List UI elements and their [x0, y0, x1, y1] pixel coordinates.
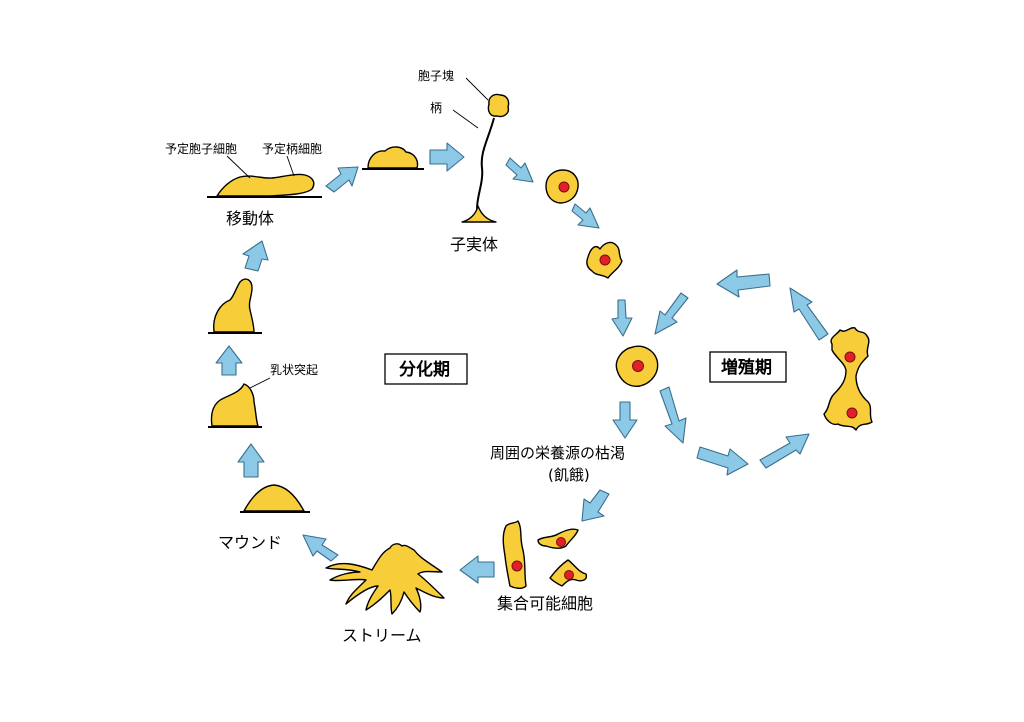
- differentiation-phase-box: 分化期: [384, 353, 468, 385]
- germination-cells: [545, 169, 659, 387]
- arrow-mound-to-papilla: [237, 443, 265, 478]
- stream-label: ストリーム: [342, 626, 422, 645]
- starvation-line1: 周囲の栄養源の枯渇: [490, 444, 625, 462]
- spore-mass-shape: [487, 93, 510, 118]
- arrow-starvation-to-aggregation: [581, 489, 610, 522]
- papilla-group: 乳状突起: [208, 362, 318, 428]
- mound-label: マウンド: [218, 533, 282, 552]
- papilla-shape: [210, 383, 259, 427]
- arrow-proliferation-up: [759, 433, 810, 469]
- arrow-proliferation-top: [716, 269, 771, 298]
- migrating-nucleus-bottom: [564, 570, 574, 580]
- spore-mass-label: 胞子塊: [418, 68, 454, 83]
- stream-group: ストリーム: [325, 543, 445, 645]
- arrow-proliferation-upper-right: [789, 287, 829, 341]
- fruiting-body-label: 子実体: [450, 235, 498, 254]
- arrow-fruiting-to-spore: [505, 157, 534, 183]
- prespore-leader: [226, 155, 251, 179]
- stalk-label: 柄: [430, 101, 442, 115]
- dividing-nucleus-bottom: [846, 407, 858, 419]
- elongated-cell: [502, 520, 527, 589]
- culmination-shape: [367, 146, 419, 169]
- dividing-cell: [823, 326, 873, 431]
- central-nucleus: [632, 360, 644, 372]
- elongated-nucleus: [511, 560, 523, 572]
- mound-group: マウンド: [218, 484, 310, 552]
- dividing-cell-group: [823, 326, 873, 431]
- arrow-tipped-to-slug: [242, 240, 269, 272]
- stream-aggregate: [325, 543, 445, 615]
- aggregation-cells-label: 集合可能細胞: [497, 594, 593, 613]
- prestalk-cell-label: 予定柄細胞: [262, 141, 322, 156]
- prespore-cell-label: 予定胞子細胞: [165, 141, 237, 156]
- stalk-leader: [452, 109, 479, 129]
- proliferation-phase-box: 増殖期: [709, 351, 787, 383]
- arrow-papilla-to-tipped: [215, 345, 243, 376]
- dividing-nucleus-top: [844, 351, 856, 363]
- cycle-arrows: [215, 142, 829, 584]
- amoeba-nucleus: [599, 254, 611, 266]
- arrow-central-to-starvation: [612, 401, 638, 439]
- arrow-culmination-to-fruiting: [429, 142, 465, 172]
- arrow-amoeba-to-central: [611, 299, 633, 337]
- tipped-aggregate-shape: [213, 278, 255, 333]
- arrow-proliferation-bottom: [696, 446, 749, 476]
- spore-nucleus: [558, 181, 570, 193]
- migrating-body-shape: [216, 173, 315, 197]
- mound-shape: [243, 484, 305, 512]
- differentiation-phase-label: 分化期: [399, 359, 450, 380]
- basal-disc-shape: [461, 205, 497, 223]
- tipped-aggregate-group: [208, 278, 262, 334]
- arrow-slug-to-culmination: [325, 166, 359, 193]
- papilla-leader: [249, 377, 271, 389]
- migrating-nucleus-top: [556, 537, 566, 547]
- arrow-stream-to-mound: [302, 534, 339, 562]
- arrow-proliferation-to-central: [654, 292, 689, 335]
- arrow-spore-to-amoeba: [571, 203, 600, 229]
- arrow-central-to-proliferation: [659, 386, 687, 444]
- starvation-text-group: 周囲の栄養源の枯渇 (飢餓): [490, 444, 625, 484]
- aggregation-cells-group: 集合可能細胞: [497, 520, 593, 613]
- proliferation-phase-label: 増殖期: [721, 357, 772, 378]
- stalk-line: [476, 117, 495, 219]
- migrating-body-label: 移動体: [226, 209, 274, 228]
- culmination-group: [362, 146, 424, 170]
- proliferation-box-border: [709, 351, 787, 383]
- starvation-line2: (飢餓): [548, 466, 590, 484]
- spore-mass-leader: [465, 77, 489, 101]
- papilla-label: 乳状突起: [270, 362, 318, 377]
- fruiting-body-group: 胞子塊 柄 子実体: [418, 68, 510, 254]
- arrow-aggregation-to-stream: [459, 555, 495, 584]
- prestalk-leader: [286, 155, 295, 177]
- differentiation-box-border: [384, 353, 468, 385]
- migrating-body-group: 予定胞子細胞 予定柄細胞 移動体: [165, 141, 322, 228]
